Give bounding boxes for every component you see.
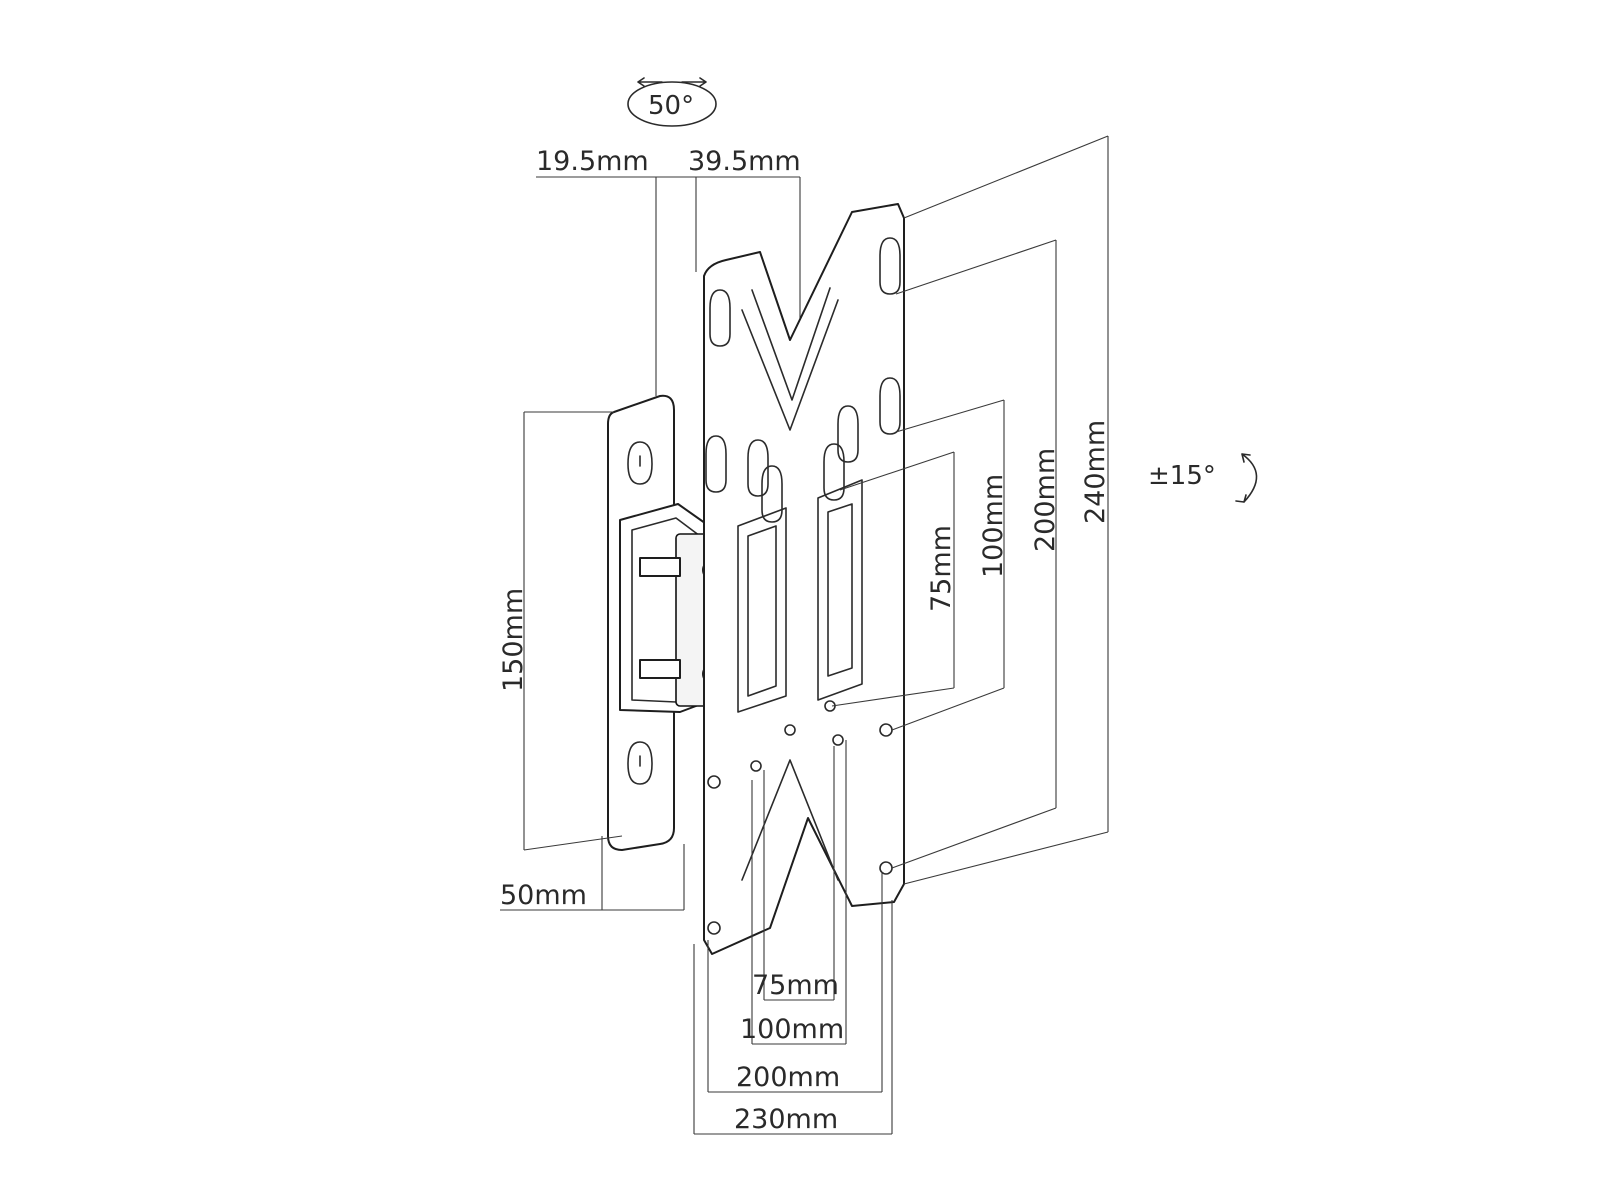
vesa-height-75-label: 75mm: [926, 525, 957, 612]
mounting-slot-icon: [761, 465, 783, 523]
mounting-slot-icon: [705, 435, 727, 493]
rotation-arrow-right-icon: [681, 77, 707, 87]
rotation-angle-label: 50°: [648, 91, 694, 121]
mounting-hole-icon: [832, 734, 844, 746]
vesa-width-75-label: 75mm: [752, 970, 839, 1001]
keyhole-slot-icon: [627, 441, 653, 485]
vesa-center-block: [737, 507, 787, 713]
tilt-angle-label: ±15°: [1148, 461, 1216, 491]
mounting-slot-icon: [837, 405, 859, 463]
rotation-indicator: 50°: [627, 77, 717, 127]
depth-dimensions: 19.5mm 39.5mm: [536, 146, 801, 396]
vesa-height-200-label: 200mm: [1030, 448, 1061, 552]
keyhole-slot-icon: [627, 741, 653, 785]
mounting-slot-icon: [879, 377, 901, 435]
vertical-dimensions: 75mm 100mm 200mm 240mm: [831, 135, 1111, 885]
mounting-slot-icon: [879, 237, 901, 295]
depth-max-label: 39.5mm: [688, 146, 801, 177]
rotation-arrow-left-icon: [637, 77, 663, 87]
mounting-hole-icon: [784, 724, 796, 736]
tilt-indicator: ±15°: [1148, 453, 1258, 503]
tilt-arrow-icon: [1235, 453, 1258, 503]
mounting-slot-icon: [709, 289, 731, 347]
vesa-width-230-label: 230mm: [734, 1104, 838, 1135]
vesa-width-200-label: 200mm: [736, 1062, 840, 1093]
mounting-hole-icon: [707, 775, 721, 789]
vesa-plate: [703, 203, 905, 955]
mounting-hole-icon: [707, 921, 721, 935]
mounting-hole-icon: [750, 760, 762, 772]
depth-min-label: 19.5mm: [536, 146, 649, 177]
vesa-height-240-label: 240mm: [1080, 420, 1111, 524]
rotation-ellipse: [627, 81, 717, 127]
vesa-width-100-label: 100mm: [740, 1014, 844, 1045]
mounting-slot-icon: [823, 443, 845, 501]
wall-plate-width-label: 50mm: [500, 880, 587, 911]
wall-plate-dimensions: 150mm 50mm: [498, 411, 685, 911]
mounting-slot-icon: [747, 439, 769, 497]
vesa-height-100-label: 100mm: [978, 474, 1009, 578]
horizontal-dimensions: 75mm 100mm 200mm 230mm: [693, 740, 893, 1135]
wall-plate-height-label: 150mm: [498, 588, 529, 692]
